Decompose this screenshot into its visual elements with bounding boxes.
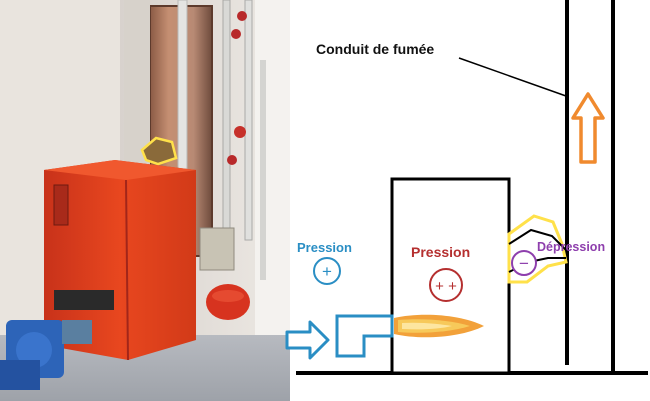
chamber-pressure-label: Pression (411, 244, 471, 260)
plus-symbol: + (322, 262, 332, 281)
depression-label: Dépression (537, 240, 606, 254)
double-plus-symbol-circle (429, 268, 463, 302)
plus-symbol-circle (313, 257, 341, 285)
double-plus-symbol: + + (435, 278, 457, 295)
minus-symbol-circle (511, 250, 537, 276)
flue-label-leader (458, 57, 567, 97)
minus-symbol: − (519, 254, 529, 273)
flue-label: Conduit de fumée (316, 41, 435, 57)
flame-icon (394, 314, 484, 338)
burner-box (335, 314, 394, 358)
inlet-pressure-label: Pression (297, 240, 352, 255)
right-arrow-icon (285, 320, 330, 360)
boiler-room-photo (0, 0, 290, 401)
up-arrow-icon (571, 92, 605, 164)
